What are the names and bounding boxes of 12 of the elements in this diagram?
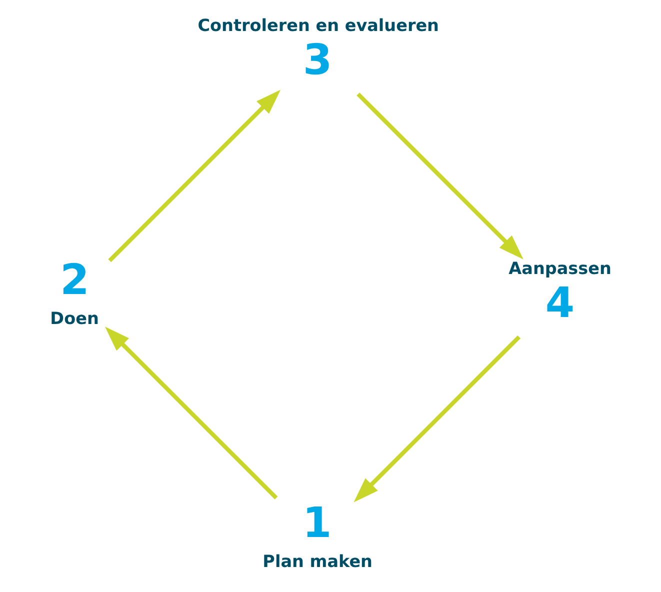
arrow	[108, 90, 281, 262]
node-text: Aanpassen	[508, 258, 612, 278]
node-label: 1	[302, 498, 332, 547]
node-text: Doen	[50, 308, 99, 328]
node-label: 2	[60, 254, 90, 304]
node-text: Controleren en evalueren	[198, 14, 439, 35]
node-label: 4	[545, 278, 574, 327]
arrow	[104, 326, 278, 500]
arrow	[356, 92, 524, 260]
node-label: 3	[303, 35, 332, 84]
node-text: Plan maken	[262, 550, 372, 571]
arrow	[354, 335, 521, 502]
